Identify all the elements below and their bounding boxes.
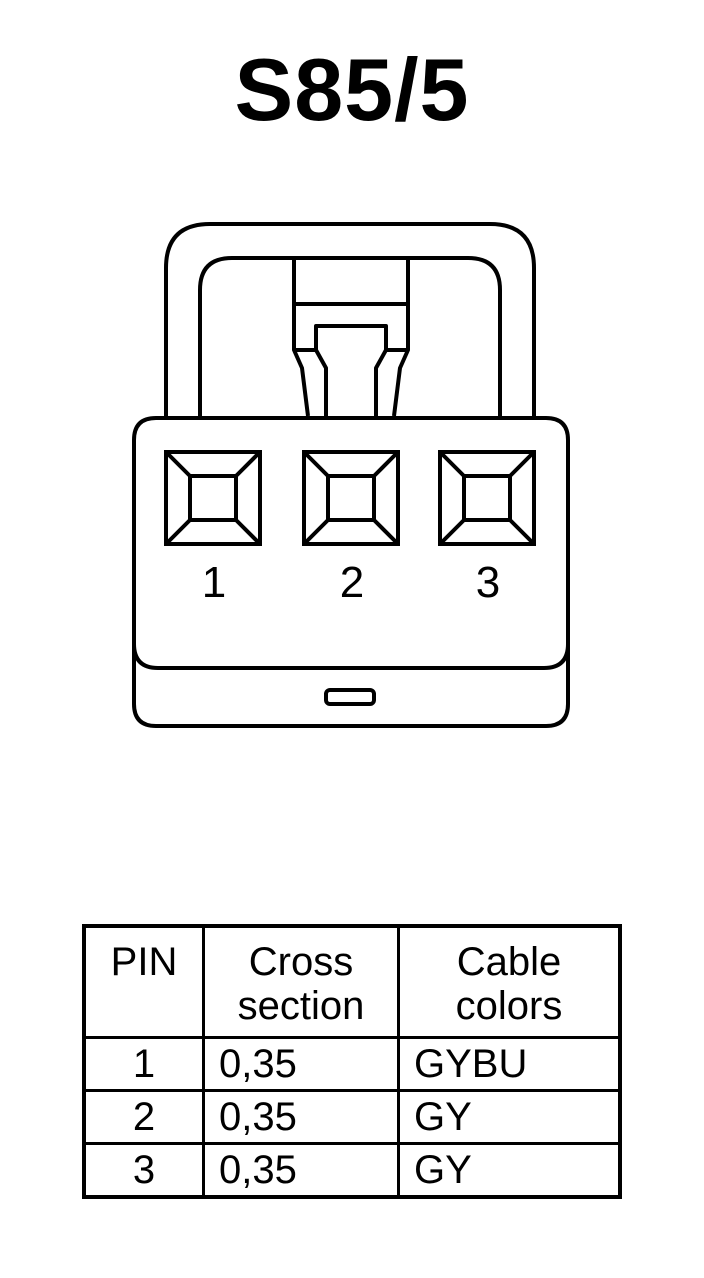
latch-inner — [198, 256, 502, 416]
header-cross-section: Cross section — [202, 924, 400, 1039]
connector-drawing: 1 2 3 — [132, 222, 570, 728]
cell-cable-color: GY — [397, 1089, 622, 1145]
pin-assignment-table: PIN Cross section Cable colors 1 0,35 GY… — [82, 924, 622, 1199]
cell-cross-section: 0,35 — [202, 1089, 400, 1145]
pin-number-1: 1 — [202, 558, 226, 607]
cell-cross-section: 0,35 — [202, 1036, 400, 1092]
cell-cable-color: GY — [397, 1142, 622, 1199]
housing-separator — [132, 643, 570, 670]
latch-outer — [164, 222, 536, 420]
cell-cross-section: 0,35 — [202, 1142, 400, 1199]
pin-number-2: 2 — [340, 558, 364, 607]
header-pin: PIN — [82, 924, 205, 1039]
cell-cable-color: GYBU — [397, 1036, 622, 1092]
table-row: 3 0,35 GY — [82, 1142, 622, 1199]
cell-pin: 3 — [82, 1142, 205, 1199]
latch-tab — [292, 258, 310, 417]
header-cable-colors: Cable colors — [397, 924, 622, 1039]
table-row: 1 0,35 GYBU — [82, 1036, 622, 1092]
pin-cavity-1 — [164, 450, 262, 546]
pin-cavity-3 — [438, 450, 536, 546]
cell-pin: 2 — [82, 1089, 205, 1145]
pin-number-3: 3 — [476, 558, 500, 607]
table-row: 2 0,35 GY — [82, 1089, 622, 1145]
housing-outer — [132, 416, 570, 728]
table-header-row: PIN Cross section Cable colors — [82, 924, 622, 1039]
pin-cavity-2 — [302, 450, 400, 546]
key-slot — [324, 688, 376, 706]
cell-pin: 1 — [82, 1036, 205, 1092]
connector-title: S85/5 — [234, 40, 470, 139]
